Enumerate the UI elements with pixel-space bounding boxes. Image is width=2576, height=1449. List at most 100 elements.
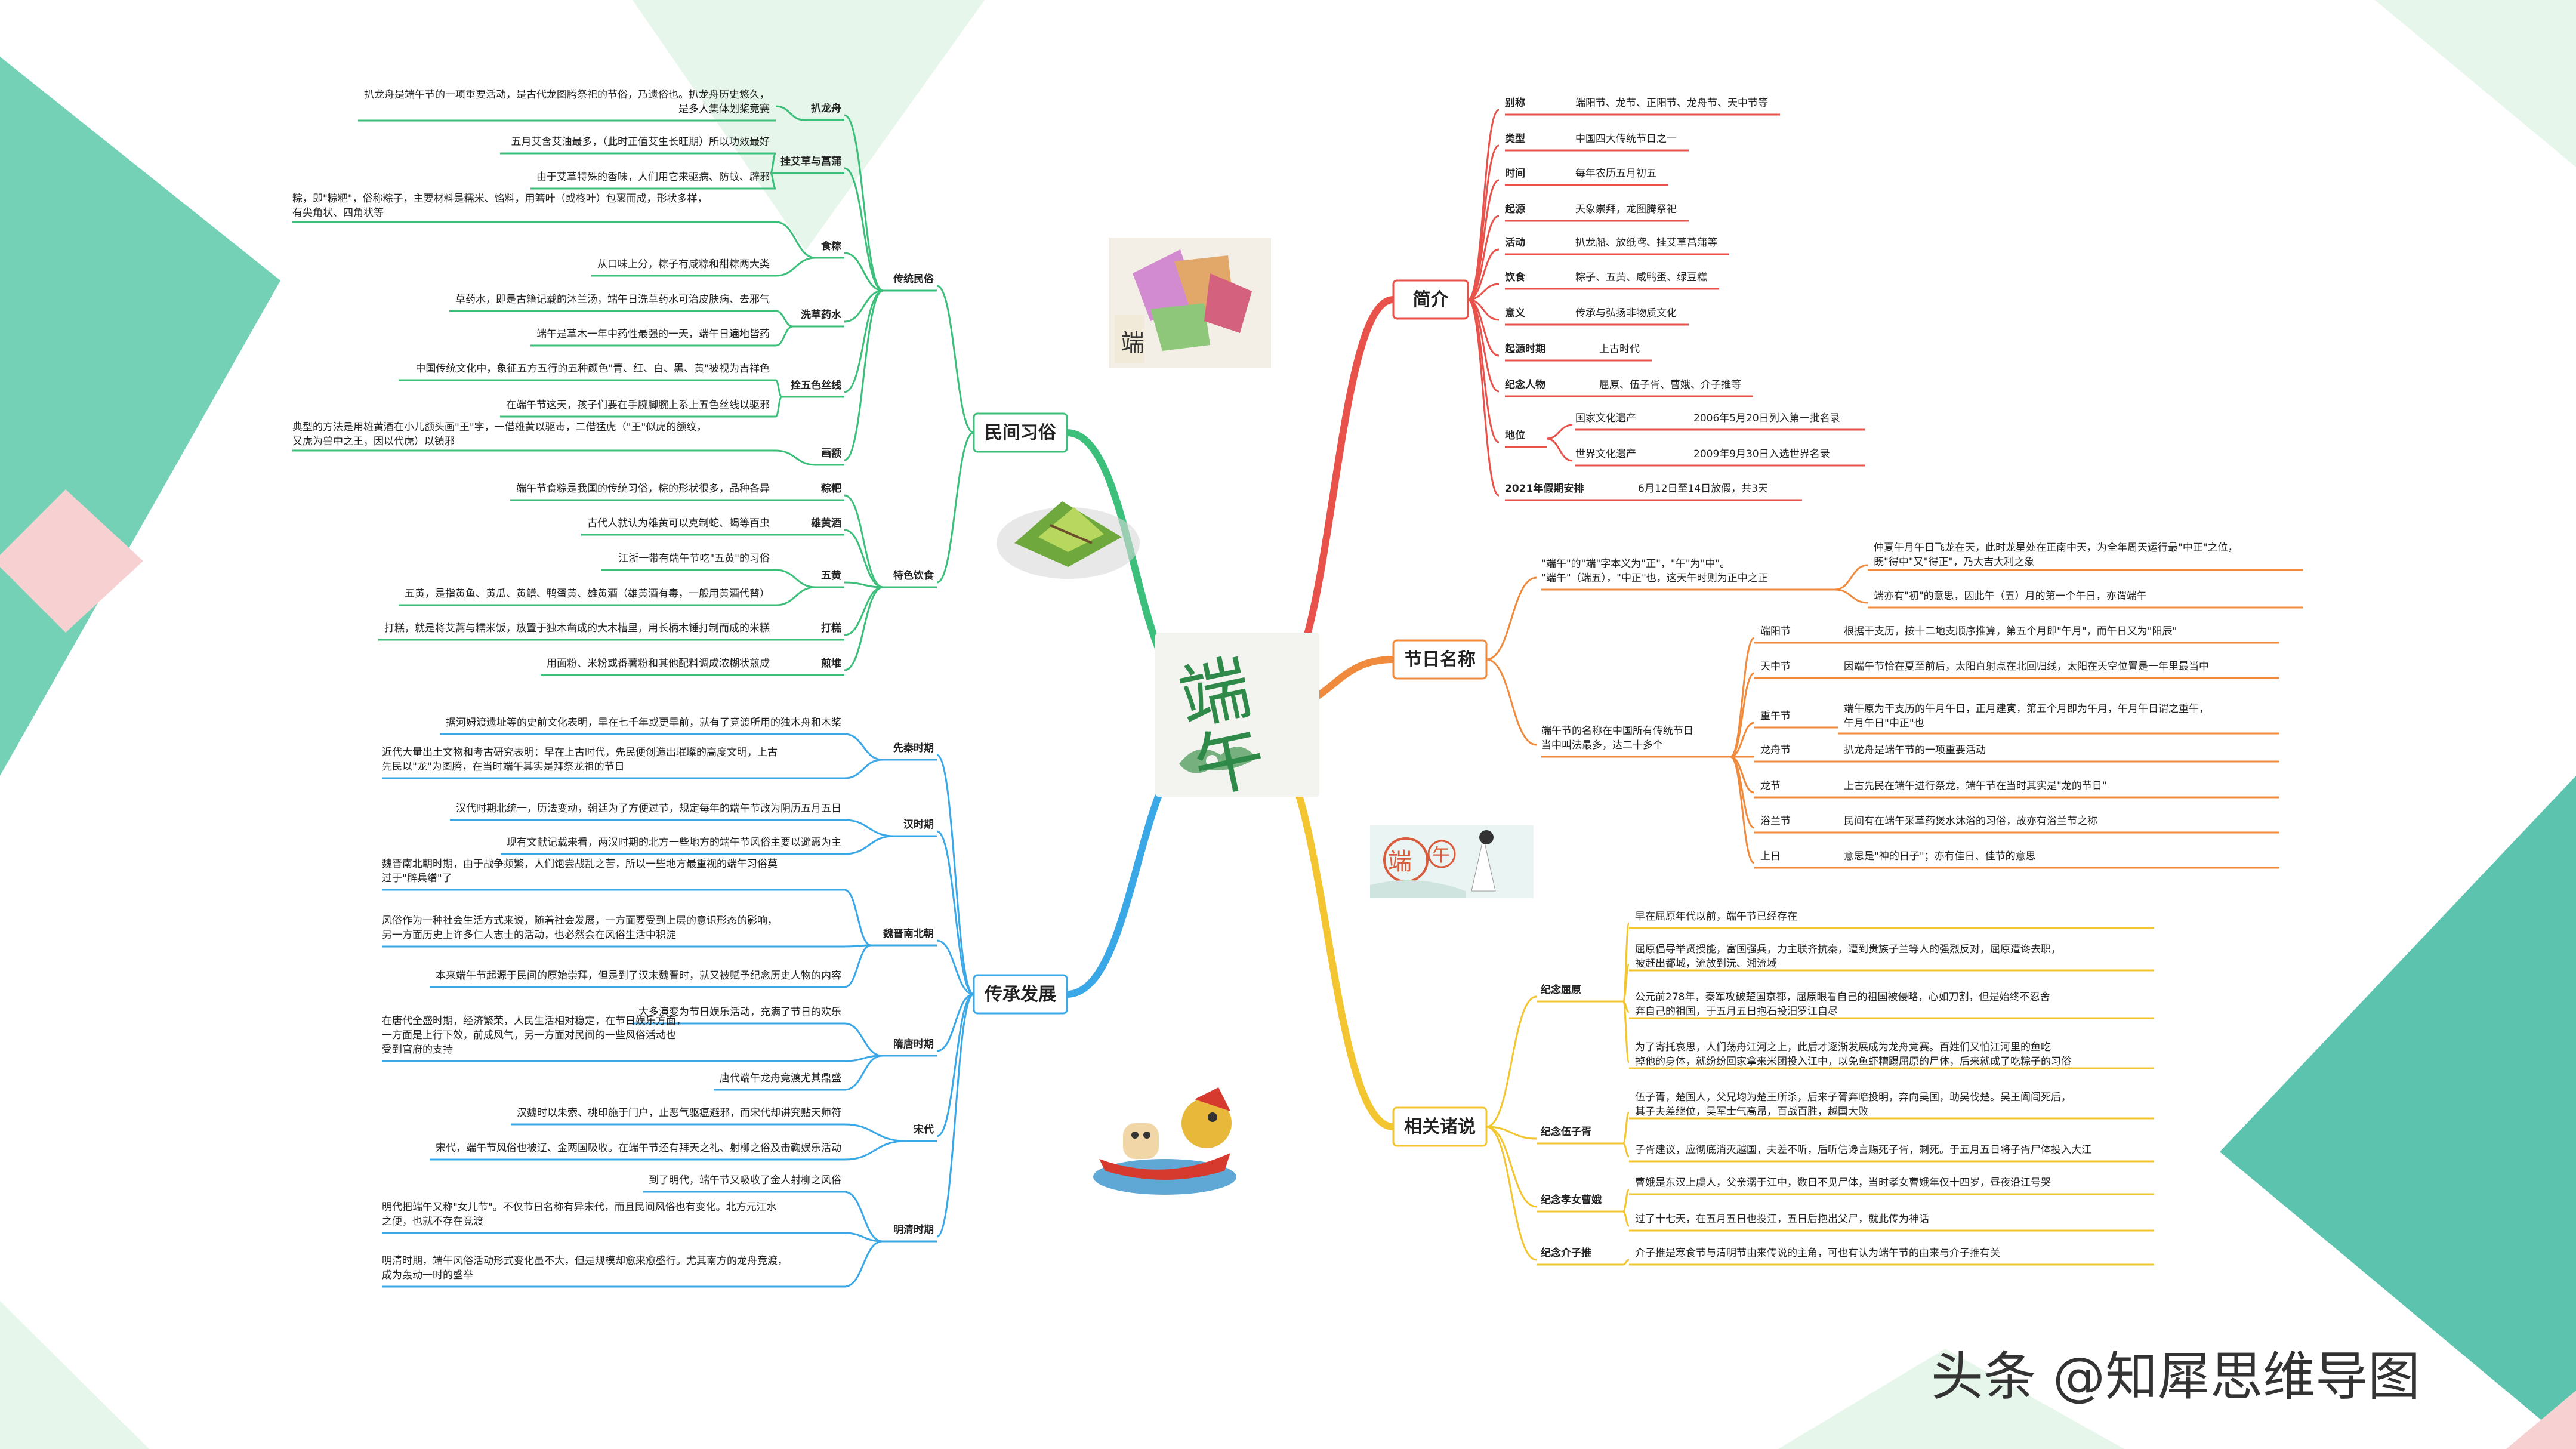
intro-value: 扒龙船、放纸鸢、挂艾草菖蒲等 bbox=[1575, 237, 1717, 249]
connector bbox=[844, 944, 872, 988]
develop-leaf: 到了明代，端午节又吸收了金人射柳之风俗 bbox=[649, 1174, 841, 1186]
legend-leaf: 过了十七天，在五月五日也投江，五日后抱出父尸，就此传为神话 bbox=[1635, 1213, 1929, 1225]
connector bbox=[1486, 1126, 1537, 1208]
branch-legend[interactable]: 相关诸说 bbox=[1404, 1117, 1476, 1137]
branch-custom[interactable]: 民间习俗 bbox=[985, 423, 1057, 443]
custom-item: 扒龙舟 bbox=[811, 102, 841, 115]
bg-shape-mint-right bbox=[2375, 0, 2576, 167]
custom-leaf: 是多人集体划桨竞赛 bbox=[678, 103, 770, 115]
intro-key: 活动 bbox=[1505, 236, 1525, 249]
custom-leaf: 端午是草木一年中药性最强的一天，端午日遍地皆药 bbox=[536, 328, 770, 340]
develop-leaf: 魏晋南北朝时期，由于战争频繁，人们饱尝战乱之苦，所以一些地方最重视的端午习俗莫 bbox=[382, 858, 778, 870]
custom-leaf: 有尖角状、四角状等 bbox=[292, 207, 384, 219]
name-alias-desc: 意思是"神的日子"；亦有佳日、佳节的意思 bbox=[1844, 850, 2036, 862]
custom-leaf: 打糕，就是将艾蒿与糯米饭，放置于独木凿成的大木槽里，用长柄木锤打制而成的米糕 bbox=[384, 622, 770, 634]
develop-leaf: 大多演变为节日娱乐活动，充满了节日的欢乐 bbox=[638, 1006, 841, 1018]
connector bbox=[1622, 1000, 1630, 1063]
name-leaf: 仲夏午月午日飞龙在天，此时龙星处在正南中天，为全年周天运行最"中正"之位， bbox=[1874, 542, 2238, 554]
connector bbox=[844, 494, 884, 588]
bg-shape-mint-bottom-left bbox=[0, 1301, 149, 1449]
connector bbox=[936, 993, 974, 1137]
custom-leaf: 扒龙舟是端午节的一项重要活动，是古代龙图腾祭祀的节俗，乃遗俗也。扒龙舟历史悠久， bbox=[364, 89, 770, 101]
custom-item: 洗草药水 bbox=[801, 309, 842, 321]
connector bbox=[775, 257, 816, 277]
branch-intro[interactable]: 简介 bbox=[1413, 289, 1449, 310]
name-alias-desc: 根据干支历，按十二地支顺序推算，第五个月即"午月"，而午日又为"阳辰" bbox=[1844, 625, 2177, 637]
custom-leaf: 由于艾草特殊的香味，人们用它来驱病、防蚊、辟邪 bbox=[536, 171, 770, 183]
develop-leaf: 之便，也就不存在竞渡 bbox=[382, 1216, 483, 1228]
connector bbox=[844, 733, 883, 761]
connector bbox=[1546, 437, 1573, 462]
connector bbox=[844, 289, 884, 323]
legend-leaf: 曹娥是东汉上虞人，父亲溺于江中，数日不见尸体，当时孝女曹娥年仅十四岁，昼夜沿江号… bbox=[1635, 1177, 2051, 1189]
develop-leaf: 过于"辟兵缯"了 bbox=[382, 873, 452, 884]
connector bbox=[936, 431, 974, 584]
develop-leaf: 明代把端午又称"女儿节"。不仅节日名称有异宋代，而且民间风俗也有变化。北方元江水 bbox=[382, 1201, 777, 1213]
connector bbox=[844, 819, 894, 837]
name-alias-desc: 午月午日"中正"也 bbox=[1844, 717, 1924, 729]
center-title: 端午 bbox=[1171, 646, 1269, 810]
develop-leaf: 唐代端午龙舟竞渡尤其鼎盛 bbox=[720, 1072, 841, 1084]
custom-item: 打糕 bbox=[821, 622, 841, 634]
develop-leaf: 成为轰动一时的盛举 bbox=[382, 1269, 473, 1281]
intro-key: 起源时期 bbox=[1504, 343, 1545, 355]
branch-develop[interactable]: 传承发展 bbox=[984, 984, 1056, 1005]
custom-leaf: 草药水，即是古籍记载的沐兰汤，端午日洗草药水可治皮肤病、去邪气 bbox=[455, 294, 770, 306]
intro-key: 别称 bbox=[1504, 97, 1525, 109]
intro-sub-key: 世界文化遗产 bbox=[1575, 448, 1636, 460]
develop-leaf: 明清时期，端午风俗活动形式变化虽不大，但是规模却愈来愈盛行。尤其南方的龙舟竞渡， bbox=[382, 1255, 788, 1267]
name-sub-text: "端午"（端五），"中正"也，这天午时则为正中之正 bbox=[1541, 572, 1768, 584]
figure-seal-illustration: 端 午 bbox=[1370, 825, 1534, 898]
bg-shape-teal-right bbox=[2220, 776, 2576, 1449]
name-leaf: 端亦有"初"的意思，因此午（五）月的第一个午日，亦谓端午 bbox=[1874, 590, 2147, 602]
connector bbox=[1730, 672, 1755, 758]
connector bbox=[775, 569, 816, 588]
intro-value: 屈原、伍子胥、曹娥、介子推等 bbox=[1599, 379, 1741, 391]
intro-value: 天象崇拜，龙图腾祭祀 bbox=[1575, 204, 1677, 215]
connector bbox=[1486, 1126, 1537, 1261]
develop-leaf: 受到官府的支持 bbox=[382, 1044, 453, 1056]
name-alias: 端阳节 bbox=[1760, 625, 1791, 637]
develop-leaf: 本来端午节起源于民间的原始崇拜，但是到了汉末魏晋时，就又被赋予纪念历史人物的内容 bbox=[436, 969, 841, 982]
connector bbox=[844, 1022, 883, 1057]
connector bbox=[844, 581, 884, 588]
svg-text:午: 午 bbox=[1432, 845, 1450, 866]
connector bbox=[775, 105, 805, 121]
intro-sub-value: 2009年9月30日入选世界名录 bbox=[1693, 448, 1830, 460]
custom-leaf: 五月艾含艾油最多，（此时正值艾生长旺期）所以功效最好 bbox=[511, 136, 770, 148]
develop-leaf: 另一方面历史上许多仁人志士的活动，也必然会在风俗生活中积淀 bbox=[382, 929, 676, 941]
connector bbox=[1834, 564, 1868, 591]
dragon-boat-illustration bbox=[1093, 1087, 1236, 1195]
custom-item: 五黄 bbox=[821, 569, 841, 582]
intro-value: 上古时代 bbox=[1599, 343, 1640, 355]
connector bbox=[1730, 756, 1755, 864]
legend-leaf: 为了寄托哀思，人们荡舟江河之上，此后才逐渐发展成为龙舟竞赛。百姓们又怕江河里的鱼… bbox=[1635, 1041, 2051, 1053]
custom-item: 挂艾草与菖蒲 bbox=[780, 155, 841, 168]
branch-name[interactable]: 节日名称 bbox=[1404, 649, 1476, 670]
intro-value: 传承与弘扬非物质文化 bbox=[1575, 307, 1677, 319]
intro-value: 端阳节、龙节、正阳节、龙舟节、天中节等 bbox=[1575, 97, 1768, 109]
legend-leaf: 介子推是寒食节与清明节由来传说的主角，可也有认为端午节的由来与介子推有关 bbox=[1635, 1247, 2000, 1259]
name-alias-desc: 端午原为干支历的午月午日，正月建寅，第五个月即为午月，午月午日谓之重午， bbox=[1844, 703, 2209, 715]
center-art bbox=[1179, 747, 1257, 773]
connector bbox=[1622, 1111, 1630, 1145]
connector bbox=[936, 993, 974, 1238]
custom-item: 粽粑 bbox=[821, 482, 841, 495]
connector bbox=[1467, 298, 1500, 497]
develop-leaf: 近代大量出土文物和考古研究表明：早在上古时代，先民便创造出璀璨的高度文明，上古 bbox=[382, 747, 778, 759]
center-node[interactable]: 端午 bbox=[1155, 633, 1319, 809]
connector bbox=[1486, 1126, 1537, 1140]
develop-leaf: 汉代时期北统一，历法变动，朝廷为了方便过节，规定每年的端午节改为阴历五月五日 bbox=[456, 803, 841, 815]
intro-value: 粽子、五黄、咸鸭蛋、绿豆糕 bbox=[1575, 272, 1707, 283]
intro-key: 起源 bbox=[1504, 203, 1525, 215]
name-alias: 龙舟节 bbox=[1760, 744, 1791, 756]
custom-item: 食粽 bbox=[821, 240, 841, 252]
name-alias-desc: 因端午节恰在夏至前后，太阳直射点在北回归线，太阳在天空位置是一年里最当中 bbox=[1844, 661, 2209, 673]
custom-leaf: 在端午节这天，孩子们要在手腕脚腕上系上五色丝线以驱邪 bbox=[506, 399, 770, 411]
name-alias: 浴兰节 bbox=[1760, 815, 1791, 827]
connector bbox=[936, 830, 974, 995]
name-sub-text: 当中叫法最多，达二十多个 bbox=[1541, 739, 1663, 751]
connector bbox=[775, 325, 794, 347]
connector bbox=[775, 396, 783, 418]
